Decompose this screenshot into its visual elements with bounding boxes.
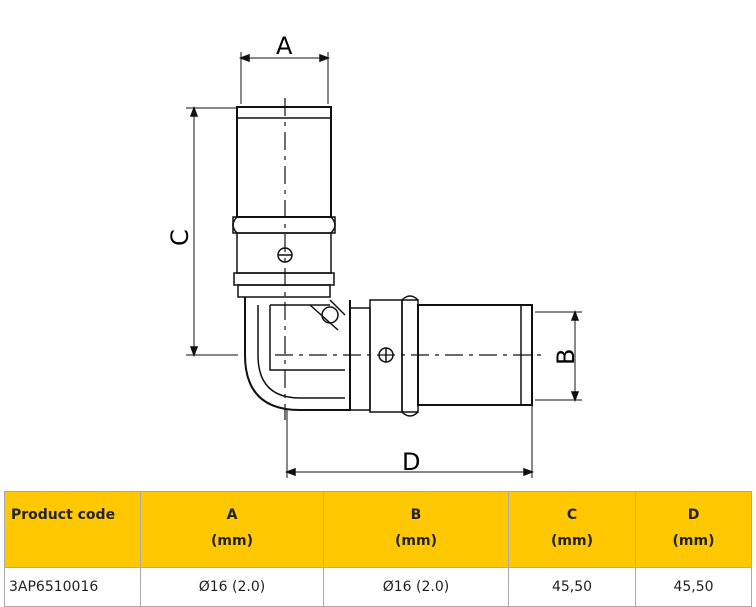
cell-d: 45,50 [635,567,752,607]
dim-label-a: A [276,32,293,60]
dim-label-d: D [402,448,420,476]
cell-product-code: 3AP6510016 [4,567,141,607]
header-b: B(mm) [323,491,509,568]
header-c: C(mm) [508,491,636,568]
product-dimensions-table: Product code A(mm) B(mm) C(mm) D(mm) 3AP… [4,491,752,607]
dim-label-b: B [552,349,580,365]
table-row: 3AP6510016 Ø16 (2.0) Ø16 (2.0) 45,50 45,… [4,567,752,607]
dim-label-c: C [166,229,194,246]
header-a: A(mm) [140,491,324,568]
cell-c: 45,50 [508,567,636,607]
header-product-code: Product code [4,491,141,568]
elbow-fitting-drawing: A C B D [166,32,582,478]
cell-a: Ø16 (2.0) [140,567,324,607]
cell-b: Ø16 (2.0) [323,567,509,607]
header-d: D(mm) [635,491,752,568]
